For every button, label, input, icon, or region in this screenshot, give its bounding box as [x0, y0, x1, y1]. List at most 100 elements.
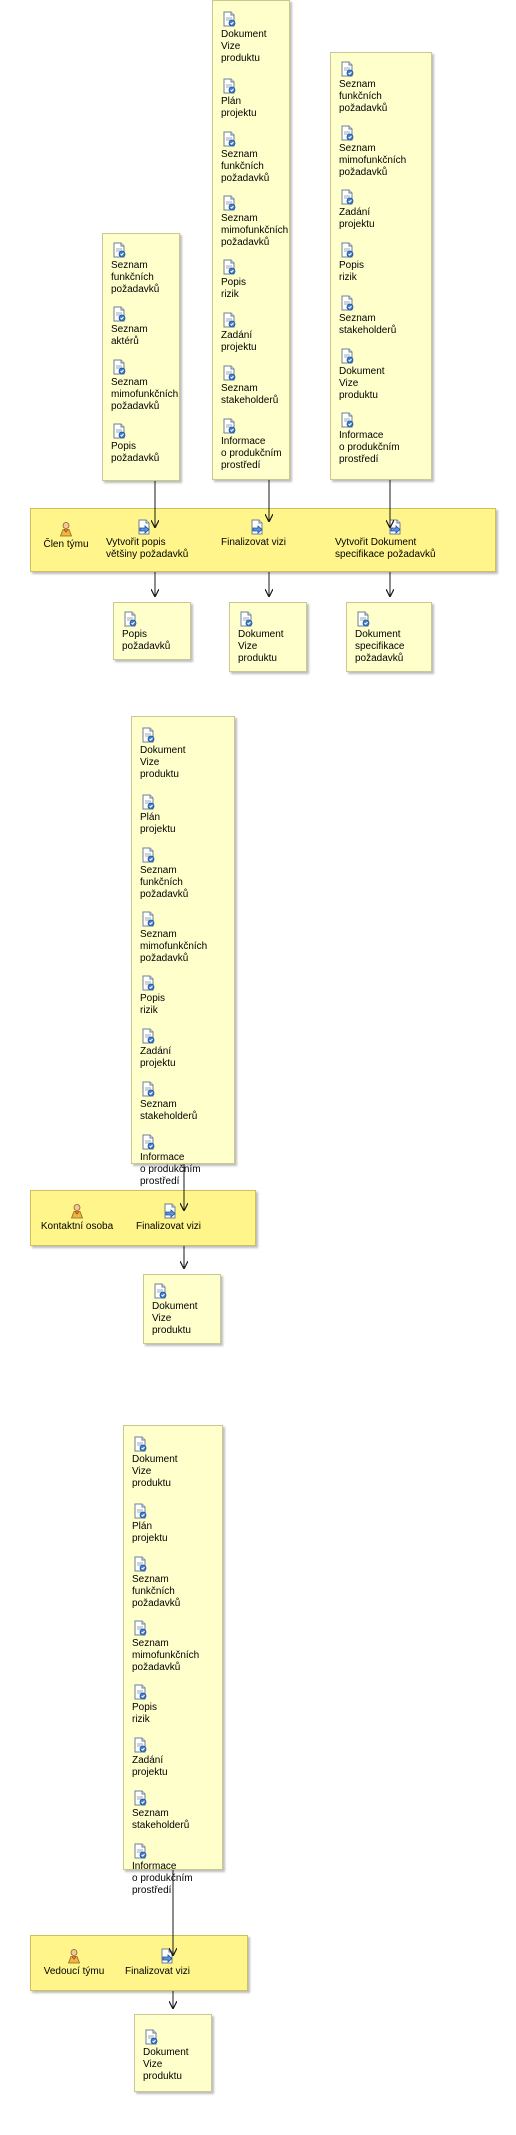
role-label: Člen týmu: [43, 539, 89, 550]
input-artifact[interactable]: Plán projektu: [140, 794, 176, 836]
document-icon: [132, 1556, 148, 1572]
input-artifact[interactable]: Seznam funkčních požadavků: [132, 1556, 180, 1610]
input-artifact[interactable]: Dokument Vize produktu: [140, 727, 186, 781]
document-icon: [132, 1790, 148, 1806]
task[interactable]: Finalizovat vizi: [136, 1203, 201, 1233]
input-box: Seznam funkčních požadavků Seznam mimofu…: [330, 52, 432, 480]
input-artifact[interactable]: Seznam aktérů: [111, 306, 148, 348]
input-artifact[interactable]: Seznam funkčních požadavků: [111, 242, 159, 296]
document-icon: [221, 78, 237, 94]
role[interactable]: Člen týmu: [39, 521, 93, 551]
input-artifact[interactable]: Plán projektu: [221, 78, 257, 120]
input-artifact[interactable]: Seznam funkčních požadavků: [221, 131, 269, 185]
task[interactable]: Finalizovat vizi: [125, 1948, 190, 1978]
input-artifact[interactable]: Seznam mimofunkčních požadavků: [339, 125, 406, 179]
output-box: Dokument Vize produktu: [143, 1274, 221, 1344]
input-artifact[interactable]: Zadání projektu: [221, 312, 257, 354]
document-icon: [140, 727, 156, 743]
document-icon: [221, 195, 237, 211]
input-artifact[interactable]: Dokument Vize produktu: [339, 348, 385, 402]
artifact-label: Seznam stakeholderů: [140, 1099, 198, 1122]
document-icon: [221, 131, 237, 147]
output-artifact[interactable]: Dokument Vize produktu: [238, 611, 284, 665]
input-artifact[interactable]: Dokument Vize produktu: [221, 11, 267, 65]
output-artifact[interactable]: Dokument Vize produktu: [152, 1283, 198, 1337]
input-artifact[interactable]: Zadání projektu: [140, 1028, 176, 1070]
artifact-label: Seznam stakeholderů: [339, 313, 397, 336]
task-label: Vytvořit Dokument specifikace požadavků: [335, 537, 436, 560]
input-artifact[interactable]: Seznam funkčních požadavků: [339, 61, 387, 115]
document-icon: [339, 348, 355, 364]
role-band: Kontaktní osoba Finalizovat vizi: [30, 1190, 256, 1246]
document-icon: [140, 975, 156, 991]
artifact-label: Seznam funkčních požadavků: [111, 260, 160, 295]
role-band: Vedoucí týmu Finalizovat vizi: [30, 1935, 248, 1991]
artifact-label: Seznam mimofunkčních požadavků: [140, 929, 208, 964]
input-artifact[interactable]: Zadání projektu: [339, 189, 375, 231]
input-artifact[interactable]: Seznam stakeholderů: [140, 1081, 197, 1123]
input-artifact[interactable]: Seznam stakeholderů: [221, 365, 278, 407]
document-icon: [111, 359, 127, 375]
document-icon: [140, 794, 156, 810]
input-artifact[interactable]: Zadání projektu: [132, 1737, 168, 1779]
input-artifact[interactable]: Popis rizik: [339, 242, 364, 284]
document-icon: [132, 1684, 148, 1700]
output-box: Popis požadavků: [113, 602, 191, 660]
role[interactable]: Vedoucí týmu: [37, 1948, 111, 1978]
role-band: Člen týmu Vytvořit popis většiny požadav…: [30, 508, 496, 572]
input-artifact[interactable]: Seznam stakeholderů: [339, 295, 396, 337]
artifact-label: Informace o produkčním prostředí: [140, 1152, 201, 1187]
document-icon: [221, 418, 237, 434]
output-artifact[interactable]: Dokument Vize produktu: [143, 2029, 189, 2083]
artifact-label: Seznam mimofunkčních požadavků: [132, 1638, 200, 1673]
document-icon: [140, 1081, 156, 1097]
document-icon: [339, 189, 355, 205]
artifact-label: Dokument Vize produktu: [339, 366, 385, 401]
input-artifact[interactable]: Informace o produkčním prostředí: [339, 412, 400, 466]
artifact-label: Zadání projektu: [221, 330, 257, 353]
artifact-label: Seznam stakeholderů: [132, 1808, 190, 1831]
input-artifact[interactable]: Seznam mimofunkčních požadavků: [221, 195, 288, 249]
input-artifact[interactable]: Dokument Vize produktu: [132, 1436, 178, 1490]
artifact-label: Dokument Vize produktu: [140, 745, 186, 780]
output-artifact[interactable]: Popis požadavků: [122, 611, 170, 653]
input-artifact[interactable]: Seznam stakeholderů: [132, 1790, 189, 1832]
artifact-label: Popis požadavků: [111, 441, 160, 464]
artifact-label: Plán projektu: [132, 1521, 168, 1544]
input-artifact[interactable]: Seznam funkčních požadavků: [140, 847, 188, 901]
role[interactable]: Kontaktní osoba: [35, 1203, 119, 1233]
task[interactable]: Vytvořit popis většiny požadavků: [106, 519, 188, 561]
input-artifact[interactable]: Popis rizik: [221, 259, 246, 301]
artifact-label: Dokument Vize produktu: [221, 29, 267, 64]
input-artifact[interactable]: Popis rizik: [132, 1684, 157, 1726]
output-artifact[interactable]: Dokument specifikace požadavků: [355, 611, 404, 665]
document-icon: [339, 61, 355, 77]
artifact-label: Seznam funkčních požadavků: [221, 149, 270, 184]
input-artifact[interactable]: Seznam mimofunkčních požadavků: [140, 911, 207, 965]
task[interactable]: Vytvořit Dokument specifikace požadavků: [335, 519, 436, 561]
document-icon: [140, 1028, 156, 1044]
artifact-label: Popis rizik: [132, 1702, 158, 1725]
role-label: Kontaktní osoba: [40, 1221, 114, 1232]
input-artifact[interactable]: Seznam mimofunkčních požadavků: [111, 359, 178, 413]
input-artifact[interactable]: Plán projektu: [132, 1503, 168, 1545]
document-icon: [140, 911, 156, 927]
artifact-label: Dokument Vize produktu: [143, 2047, 189, 2082]
input-artifact[interactable]: Informace o produkčním prostředí: [132, 1843, 193, 1897]
input-artifact[interactable]: Popis požadavků: [111, 423, 159, 465]
artifact-label: Dokument Vize produktu: [132, 1454, 178, 1489]
task[interactable]: Finalizovat vizi: [221, 519, 286, 549]
artifact-label: Popis rizik: [221, 277, 247, 300]
document-icon: [132, 1620, 148, 1636]
document-icon: [339, 412, 355, 428]
input-artifact[interactable]: Popis rizik: [140, 975, 165, 1017]
input-artifact[interactable]: Informace o produkčním prostředí: [221, 418, 282, 472]
artifact-label: Zadání projektu: [140, 1046, 176, 1069]
input-artifact[interactable]: Informace o produkčním prostředí: [140, 1134, 201, 1188]
role-label: Vedoucí týmu: [43, 1966, 105, 1977]
input-artifact[interactable]: Seznam mimofunkčních požadavků: [132, 1620, 199, 1674]
task-icon: [249, 519, 265, 535]
input-box: Dokument Vize produktu Plán projektu Sez…: [123, 1425, 223, 1896]
artifact-label: Seznam mimofunkčních požadavků: [221, 213, 289, 248]
document-icon: [122, 611, 138, 627]
